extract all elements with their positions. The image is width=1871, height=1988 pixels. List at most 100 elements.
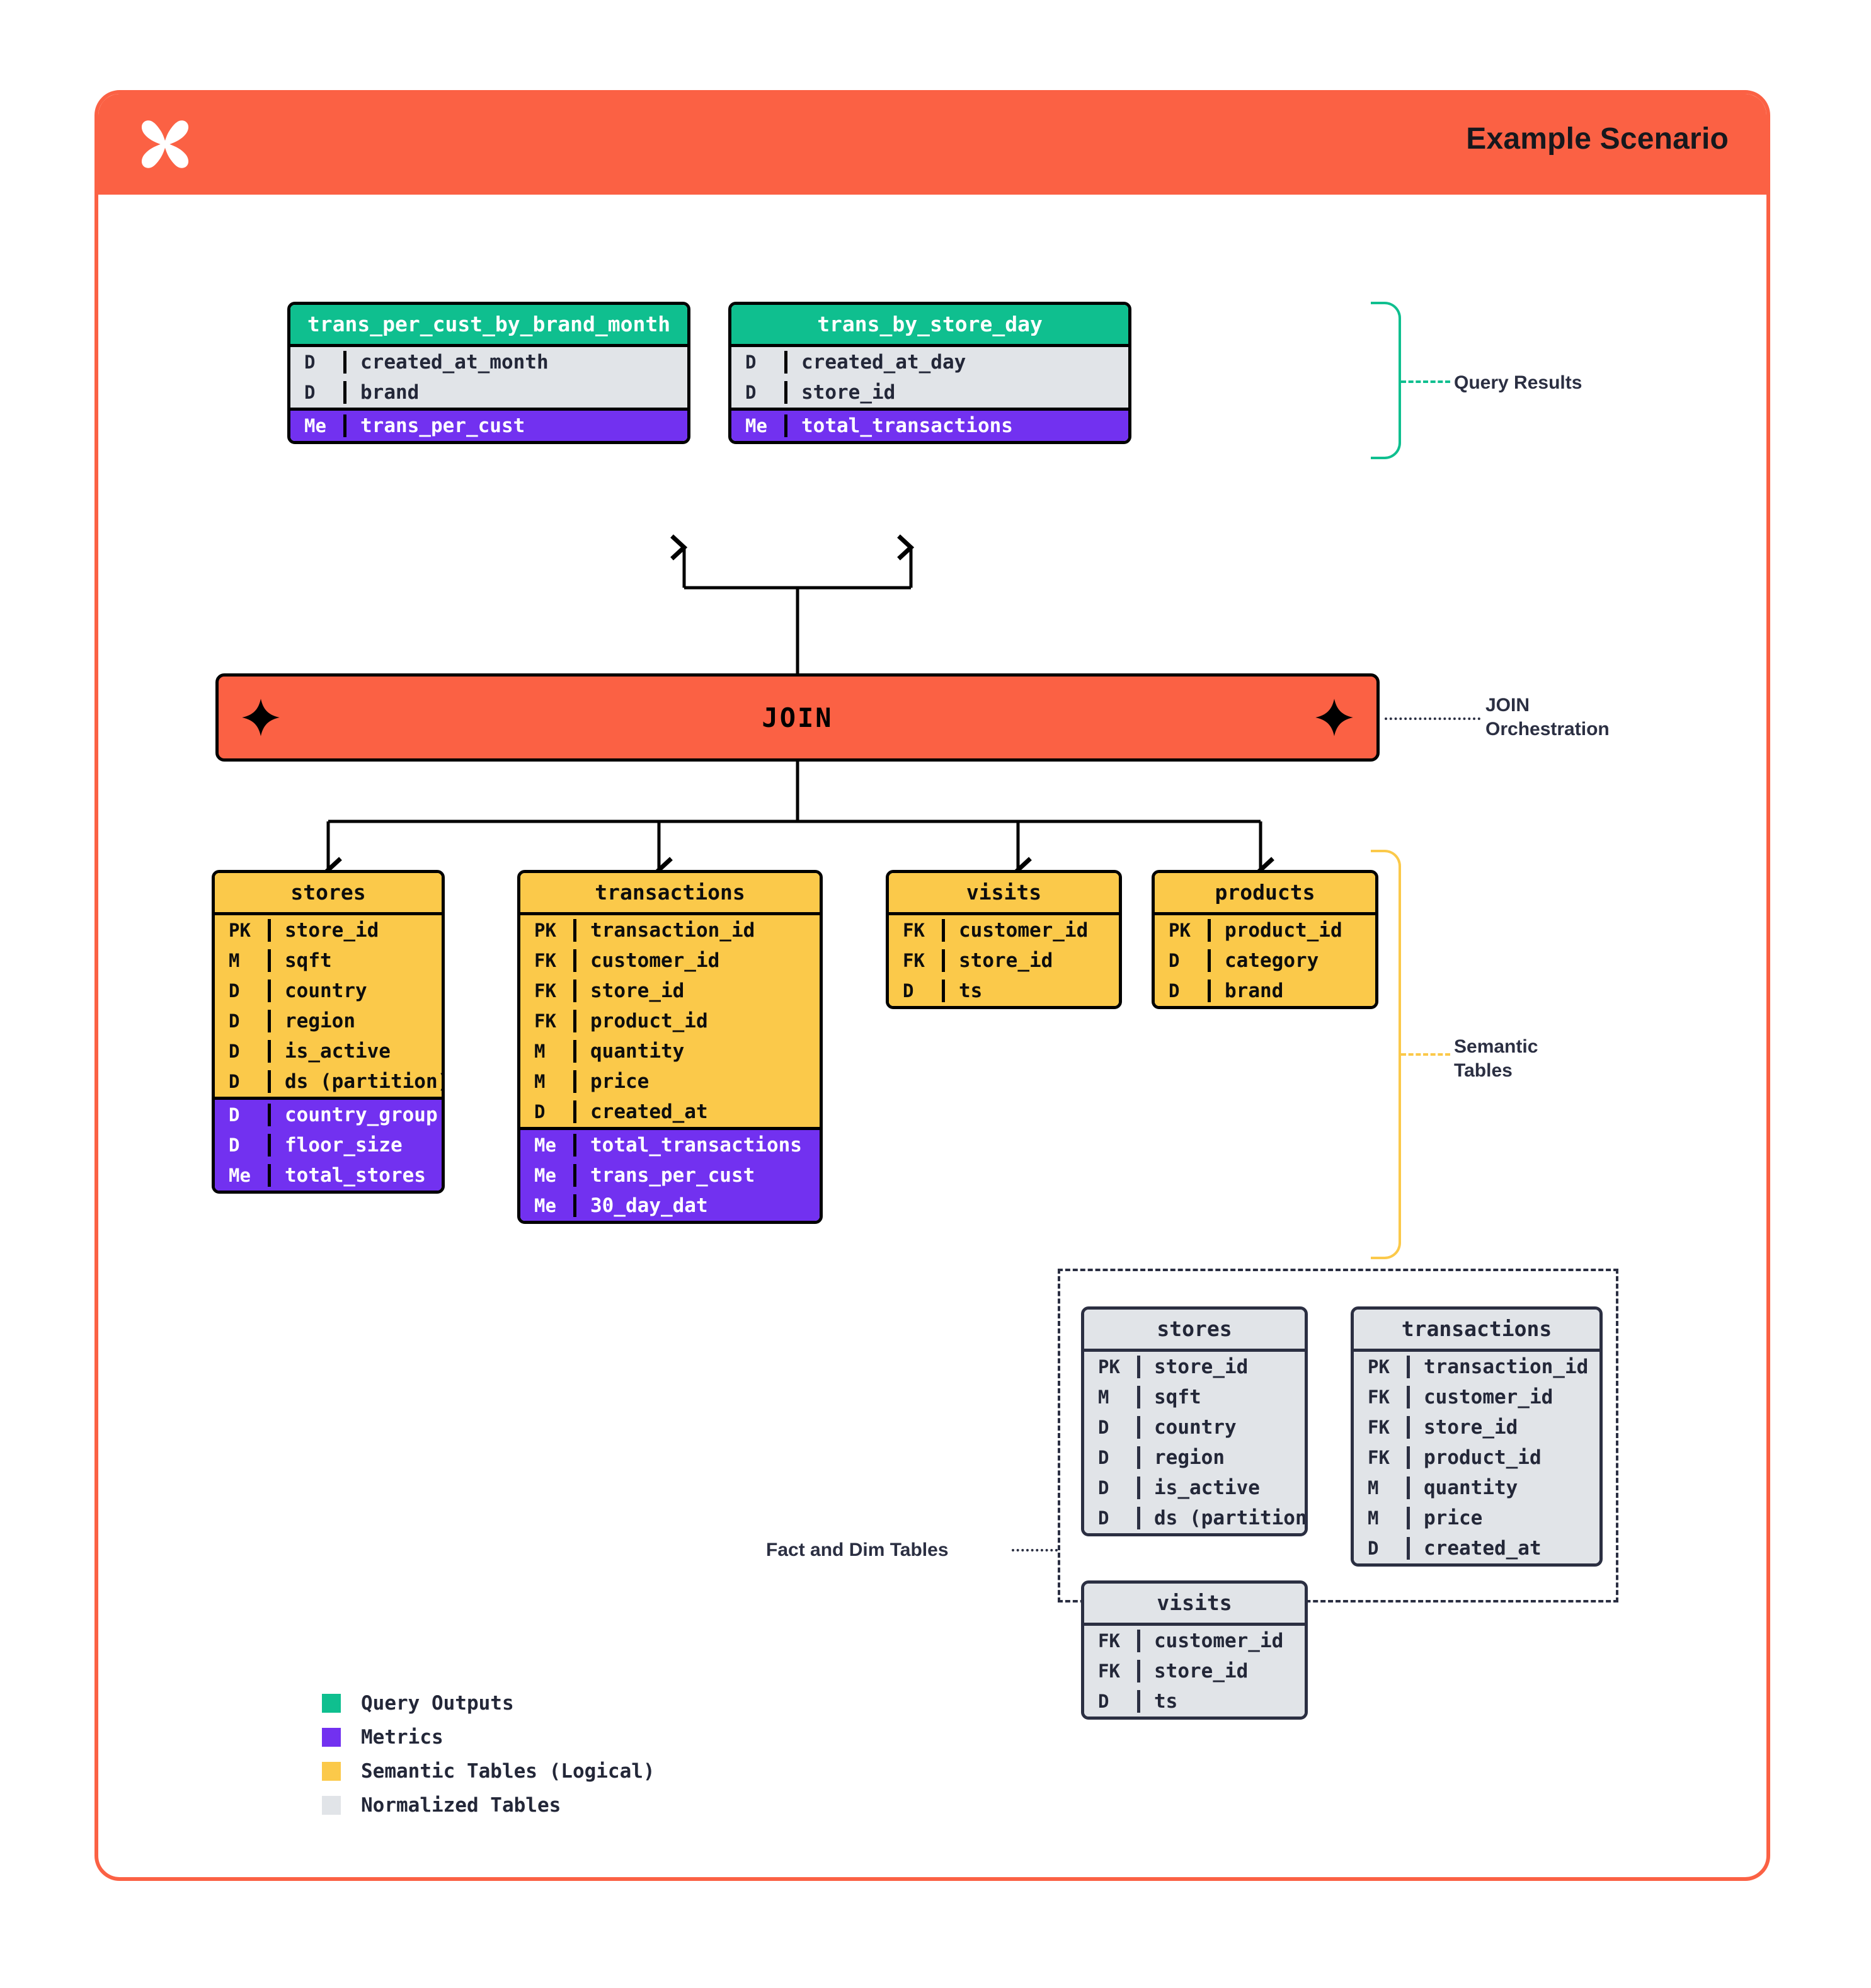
- row-value: store_id: [268, 918, 442, 942]
- table-row: D created_at_month: [290, 347, 687, 377]
- row-value: quantity: [573, 1039, 820, 1063]
- row-value: brand: [1208, 979, 1375, 1002]
- row-key: D: [745, 351, 757, 373]
- row-key: M: [1368, 1507, 1379, 1529]
- semantic-annotation-line2: Tables: [1454, 1060, 1513, 1081]
- row-value: country: [268, 979, 442, 1002]
- sparkle-icon: [242, 699, 280, 736]
- table-row: Me trans_per_cust: [520, 1160, 820, 1191]
- row-key: FK: [1368, 1446, 1390, 1468]
- legend-swatch-query-outputs: [322, 1694, 341, 1713]
- fact-dim-group-box: [1058, 1269, 1618, 1602]
- row-key: M: [534, 1070, 546, 1092]
- row-value: transaction_id: [1407, 1355, 1599, 1378]
- row-key: Me: [534, 1194, 556, 1216]
- row-key: D: [1098, 1446, 1109, 1468]
- row-value: floor_size: [268, 1133, 442, 1157]
- row-key: FK: [903, 949, 925, 971]
- row-value: region: [1137, 1446, 1305, 1469]
- row-key: Me: [229, 1164, 251, 1186]
- row-key: D: [229, 1070, 240, 1092]
- table-row: D created_at_day: [731, 347, 1128, 377]
- row-key: M: [534, 1040, 546, 1062]
- row-key: Me: [534, 1164, 556, 1186]
- fact-dim-leader-line: [1012, 1549, 1058, 1551]
- row-key: FK: [903, 919, 925, 941]
- row-key: Me: [745, 414, 767, 437]
- row-key: FK: [534, 949, 556, 971]
- row-key: PK: [1368, 1356, 1390, 1378]
- row-key: FK: [534, 1010, 556, 1032]
- row-value: store_id: [1137, 1355, 1305, 1378]
- row-key: M: [229, 949, 240, 971]
- query-result-table[interactable]: trans_per_cust_by_brand_month D created_…: [287, 302, 690, 444]
- legend: Query Outputs Metrics Semantic Tables (L…: [322, 1686, 655, 1822]
- query-results-bracket: [1371, 302, 1401, 459]
- query-results-leader-line: [1401, 380, 1450, 383]
- row-value: customer_id: [573, 949, 820, 972]
- row-value: sqft: [1137, 1385, 1305, 1408]
- row-key: D: [229, 1134, 240, 1156]
- join-orchestration-bar[interactable]: JOIN: [215, 673, 1380, 762]
- legend-item: Query Outputs: [322, 1686, 655, 1720]
- table-row: PK transaction_id: [1354, 1352, 1599, 1382]
- row-value: total_stores: [268, 1163, 442, 1187]
- join-annotation: JOIN Orchestration: [1485, 694, 1610, 741]
- row-value: 30_day_dat: [573, 1194, 820, 1217]
- row-key: D: [229, 1104, 240, 1126]
- join-annotation-line2: Orchestration: [1485, 718, 1610, 740]
- row-value: customer_id: [1137, 1629, 1305, 1652]
- row-value: product_id: [1407, 1446, 1599, 1469]
- row-value: quantity: [1407, 1476, 1599, 1499]
- row-key: D: [304, 351, 316, 373]
- row-value: trans_per_cust: [573, 1163, 820, 1187]
- row-value: price: [573, 1070, 820, 1093]
- semantic-tables-bracket: [1371, 850, 1401, 1259]
- fact-dim-annotation: Fact and Dim Tables: [766, 1540, 949, 1560]
- row-key: FK: [1368, 1386, 1390, 1408]
- row-key: D: [1098, 1690, 1109, 1712]
- row-value: is_active: [1137, 1476, 1305, 1499]
- row-value: country: [1137, 1415, 1305, 1439]
- row-key: D: [745, 381, 757, 403]
- table-row: Me total_transactions: [731, 411, 1128, 441]
- row-value: created_at: [573, 1100, 820, 1123]
- row-key: D: [903, 980, 914, 1002]
- row-key: D: [229, 1040, 240, 1062]
- table-title: stores: [1084, 1310, 1305, 1349]
- row-key: D: [1169, 949, 1180, 971]
- row-value: sqft: [268, 949, 442, 972]
- legend-item: Metrics: [322, 1720, 655, 1754]
- query-result-table[interactable]: trans_by_store_day D created_at_day D st…: [728, 302, 1131, 444]
- table-title: transactions: [520, 873, 820, 912]
- legend-label: Query Outputs: [361, 1692, 514, 1715]
- row-value: customer_id: [1407, 1385, 1599, 1408]
